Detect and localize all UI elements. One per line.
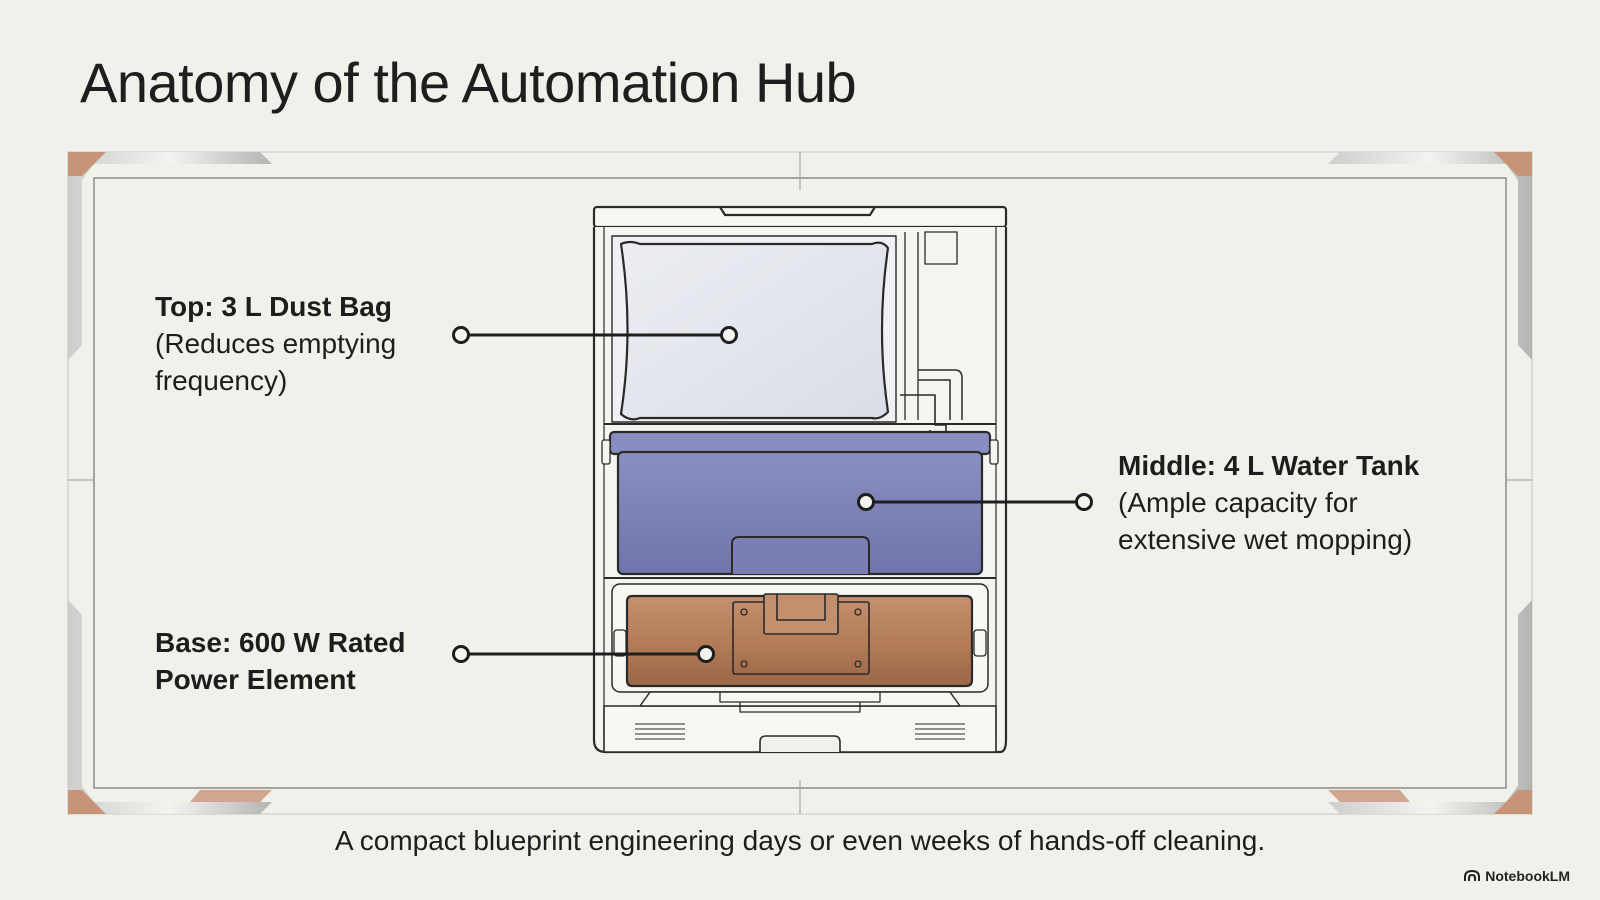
corner-bracket-bottom-right bbox=[1328, 600, 1532, 814]
callout-power-element-heading-1: Base: 600 W Rated bbox=[155, 627, 406, 658]
callout-dust-bag-heading: Top: 3 L Dust Bag bbox=[155, 291, 392, 322]
callout-dust-bag-detail-1: (Reduces emptying bbox=[155, 328, 397, 359]
page-title: Anatomy of the Automation Hub bbox=[80, 51, 857, 114]
callout-dust-bag: Top: 3 L Dust Bag (Reduces emptying freq… bbox=[155, 288, 396, 399]
leader-line-top bbox=[452, 326, 738, 344]
callout-power-element: Base: 600 W Rated Power Element bbox=[155, 624, 406, 698]
callout-water-tank-detail-1: (Ample capacity for bbox=[1118, 487, 1358, 518]
dust-bag bbox=[619, 240, 890, 421]
blueprint-frame bbox=[67, 151, 1533, 815]
callout-water-tank: Middle: 4 L Water Tank (Ample capacity f… bbox=[1118, 447, 1419, 558]
slide-caption: A compact blueprint engineering days or … bbox=[334, 825, 1266, 856]
callout-water-tank-heading: Middle: 4 L Water Tank bbox=[1118, 450, 1420, 481]
callout-power-element-heading-2: Power Element bbox=[155, 664, 356, 695]
corner-bracket-bottom-left bbox=[68, 600, 272, 814]
leader-line-middle bbox=[857, 493, 1093, 511]
callout-dust-bag-detail-2: frequency) bbox=[155, 365, 288, 396]
power-element bbox=[625, 594, 974, 688]
callout-water-tank-detail-2: extensive wet mopping) bbox=[1118, 524, 1413, 555]
brand-label: NotebookLM bbox=[1485, 868, 1570, 884]
brand-badge: NotebookLM bbox=[1464, 868, 1570, 884]
corner-bracket-top-left bbox=[68, 152, 272, 360]
notebooklm-logo-icon bbox=[1464, 870, 1481, 881]
corner-bracket-top-right bbox=[1328, 152, 1532, 360]
leader-line-base bbox=[452, 645, 715, 663]
docking-station bbox=[592, 205, 1008, 754]
